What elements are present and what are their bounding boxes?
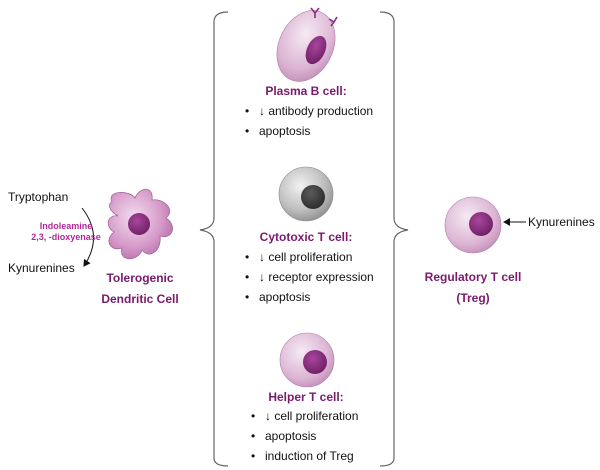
treg-label-2: (Treg) — [456, 291, 490, 305]
cytotoxic-cell-nucleus — [301, 185, 325, 209]
helper-effects-list: •↓ cell proliferation •apoptosis •induct… — [251, 408, 358, 468]
left-bracket — [199, 11, 229, 467]
plasma-cell-title: Plasma B cell: — [265, 84, 347, 98]
list-item: •induction of Treg — [251, 449, 354, 463]
list-item: •apoptosis — [251, 429, 317, 443]
enzyme-line-1: Indoleamine — [39, 221, 93, 231]
helper-cell-title: Helper T cell: — [268, 390, 344, 404]
treg-cell-nucleus — [469, 212, 493, 236]
helper-cell-nucleus — [303, 350, 327, 374]
dendritic-cell-label-2: Dendritic Cell — [101, 292, 179, 306]
dendritic-cell-nucleus — [128, 213, 150, 235]
enzyme-label: Indoleamine 2,3, -dioxyenase — [31, 221, 101, 243]
kynurenines-product-label: Kynurenines — [8, 261, 75, 275]
plasma-effects-list: •↓ antibody production •apoptosis — [245, 103, 373, 143]
list-item: •↓ cell proliferation — [245, 250, 353, 264]
list-item: •↓ cell proliferation — [251, 409, 359, 423]
list-item: •apoptosis — [245, 124, 311, 138]
right-bracket — [379, 11, 409, 467]
antibody-icon — [310, 7, 338, 27]
dendritic-cell-label-1: Tolerogenic — [106, 271, 174, 285]
treg-label-1: Regulatory T cell — [424, 270, 522, 284]
kynurenines-input-label: Kynurenines — [528, 215, 595, 229]
list-item: •↓ receptor expression — [245, 270, 374, 284]
cytotoxic-cell-title: Cytotoxic T cell: — [259, 230, 353, 244]
conversion-arrow — [81, 207, 94, 267]
tryptophan-label: Tryptophan — [8, 190, 69, 204]
plasma-cell-nucleus — [305, 35, 327, 65]
list-item: •↓ antibody production — [245, 104, 374, 118]
list-item: •apoptosis — [245, 290, 311, 304]
plasma-cell-body — [276, 10, 336, 82]
cytotoxic-effects-list: •↓ cell proliferation •↓ receptor expres… — [245, 249, 374, 309]
enzyme-line-2: 2,3, -dioxyenase — [31, 232, 101, 242]
